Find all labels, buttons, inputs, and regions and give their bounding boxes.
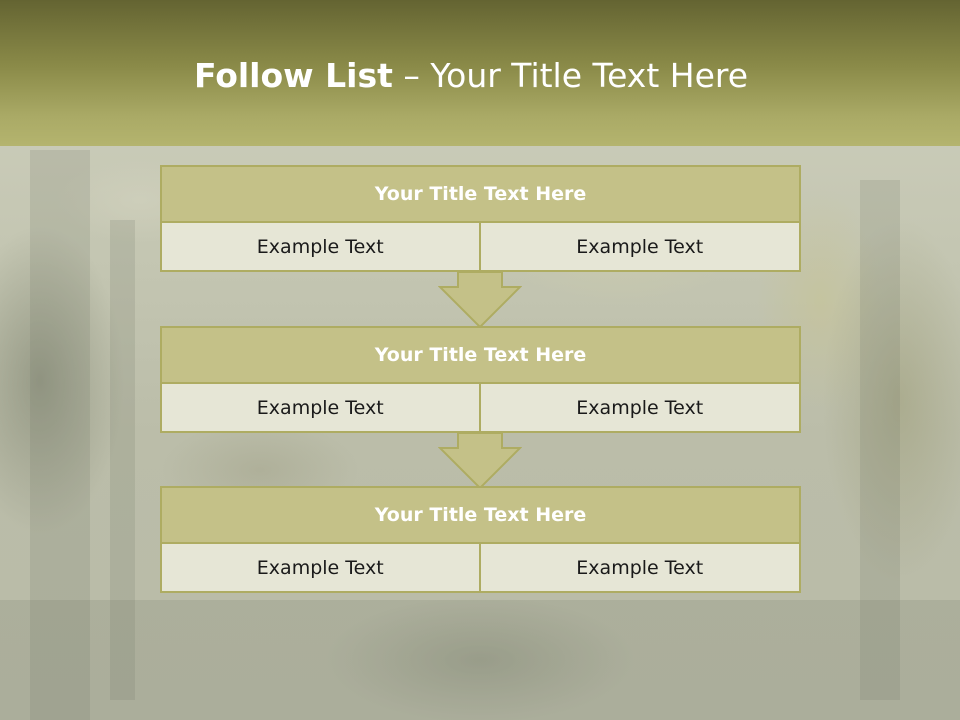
slide-title: Follow List – Your Title Text Here [0, 52, 942, 100]
step-block: Your Title Text Here Example Text Exampl… [160, 326, 801, 433]
background-streak [860, 180, 900, 700]
step-left-cell: Example Text [160, 223, 481, 272]
down-arrow-icon [438, 432, 522, 490]
step-block: Your Title Text Here Example Text Exampl… [160, 165, 801, 272]
step-row: Example Text Example Text [160, 223, 801, 272]
slide-title-bold: Follow List [193, 56, 393, 95]
step-title: Your Title Text Here [160, 165, 801, 223]
step-right-cell: Example Text [480, 544, 801, 593]
step-left-cell: Example Text [160, 384, 481, 433]
step-right-cell: Example Text [480, 223, 801, 272]
step-right-cell: Example Text [480, 384, 801, 433]
background-streak [110, 220, 135, 700]
header-bar [0, 0, 960, 146]
step-row: Example Text Example Text [160, 384, 801, 433]
step-left-cell: Example Text [160, 544, 481, 593]
slide-title-rest: – Your Title Text Here [392, 56, 749, 95]
background-streak [30, 150, 90, 720]
step-row: Example Text Example Text [160, 544, 801, 593]
step-title: Your Title Text Here [160, 326, 801, 384]
step-title: Your Title Text Here [160, 486, 801, 544]
step-block: Your Title Text Here Example Text Exampl… [160, 486, 801, 593]
background-streak [0, 600, 960, 720]
down-arrow-icon [438, 271, 522, 329]
